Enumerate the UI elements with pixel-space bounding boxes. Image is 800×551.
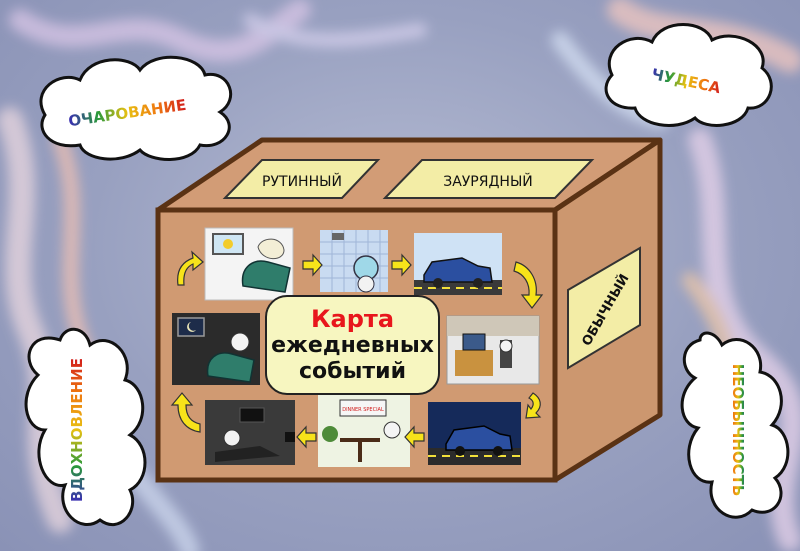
arrow-wake-to-shower <box>302 253 323 277</box>
label-plate-routine <box>222 159 381 199</box>
arrow-tv-to-sleep <box>170 392 201 433</box>
center-title-line-3: событий <box>299 359 406 384</box>
scene-watch-tv <box>205 400 295 465</box>
cloud-inspiration: ВДОХНОВЛЕНИЕ <box>24 327 147 527</box>
arrow-shower-to-drive <box>391 253 412 277</box>
scene-sleep <box>172 313 260 385</box>
scene-drive-home <box>428 402 521 465</box>
scene-drive-to-work <box>414 233 502 295</box>
cloud-inspiration-label: ВДОХНОВЛЕНИЕ <box>68 358 86 502</box>
label-routine: РУТИННЫЙ <box>262 172 342 190</box>
scene-wake-up <box>204 227 294 301</box>
cloud-unusualness-label: НЕОБЫЧНОСТЬ <box>729 364 747 497</box>
center-title-line-2: ежедневных <box>271 333 434 358</box>
arrow-drive-to-office <box>513 261 544 309</box>
flow-arrows <box>170 250 544 449</box>
label-plate-ordinary <box>382 159 595 199</box>
label-ordinary: ЗАУРЯДНЫЙ <box>443 172 533 190</box>
scene-dinner: DINNER SPECIAL <box>318 395 410 467</box>
cloud-enchantment: ОЧАРОВАНИЕ <box>39 55 233 161</box>
arrow-home-to-dinner <box>404 425 425 449</box>
cloud-unusualness: НЕОБЫЧНОСТЬ <box>680 331 790 519</box>
scene-office <box>446 315 540 385</box>
arrow-dinner-to-tv <box>296 425 317 449</box>
center-title-box: Карта ежедневных событий <box>265 295 440 395</box>
scene-shower <box>320 230 388 293</box>
center-title-line-1: Карта <box>310 305 395 333</box>
label-plate-usual <box>567 246 641 370</box>
arrow-sleep-to-wake <box>177 250 204 286</box>
menu-board-text: DINNER SPECIAL <box>342 407 384 413</box>
arrow-office-to-home <box>525 392 542 419</box>
cloud-miracles: ЧУДЕСА <box>604 23 773 127</box>
